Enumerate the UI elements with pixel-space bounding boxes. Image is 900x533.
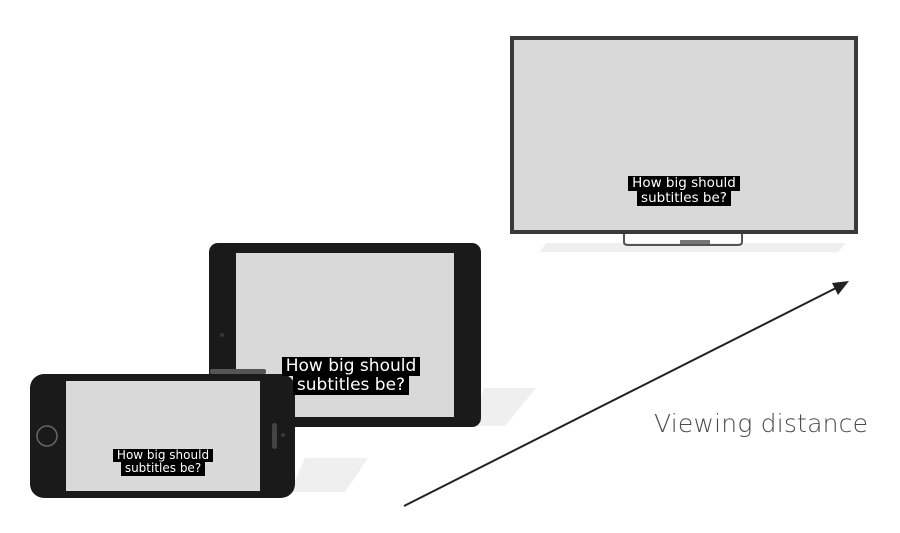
tablet-camera (220, 333, 224, 337)
tv-shadow (540, 243, 846, 252)
arrow-line (403, 286, 839, 507)
tv-device (510, 36, 858, 252)
tv-subtitle-line-1: How big should (628, 175, 740, 192)
phone-subtitle-line-2: subtitles be? (120, 461, 206, 476)
phone-speaker (272, 423, 277, 449)
tablet-subtitle: How big should subtitles be? (236, 356, 466, 396)
tablet-shadow (470, 388, 536, 426)
phone-camera (281, 433, 285, 437)
phone-device (30, 369, 368, 498)
phone-subtitle: How big should subtitles be? (66, 448, 260, 476)
tv-subtitle: How big should subtitles be? (514, 175, 854, 207)
arrow-head (832, 281, 849, 295)
viewing-distance-label: Viewing distance (654, 409, 869, 438)
tablet-subtitle-line-2: subtitles be? (292, 375, 410, 396)
phone-buttons (210, 369, 266, 374)
phone-home-button (36, 425, 58, 447)
tv-stand-base (680, 240, 710, 244)
tv-subtitle-line-2: subtitles be? (637, 190, 731, 207)
viewing-distance-arrow (403, 281, 849, 507)
tv-stand (623, 234, 743, 246)
tablet-subtitle-line-1: How big should (281, 356, 421, 377)
phone-shadow (290, 458, 368, 492)
phone-subtitle-line-1: How big should (112, 448, 214, 463)
